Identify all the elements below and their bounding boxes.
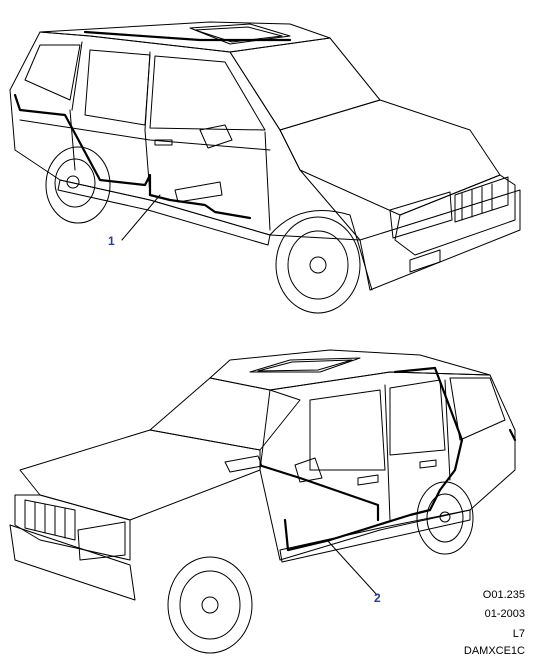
vehicle-right-view (9, 349, 517, 654)
callout-1-label: 1 (108, 234, 115, 248)
model-code: L7 (512, 628, 525, 640)
vehicle-left-view (9, 21, 521, 314)
catalogue-code: DAMXCE1C (463, 645, 525, 657)
illustration-date: 01-2003 (484, 608, 525, 620)
callout-2-label: 2 (374, 591, 381, 605)
illustration-code: O01.235 (482, 589, 525, 601)
